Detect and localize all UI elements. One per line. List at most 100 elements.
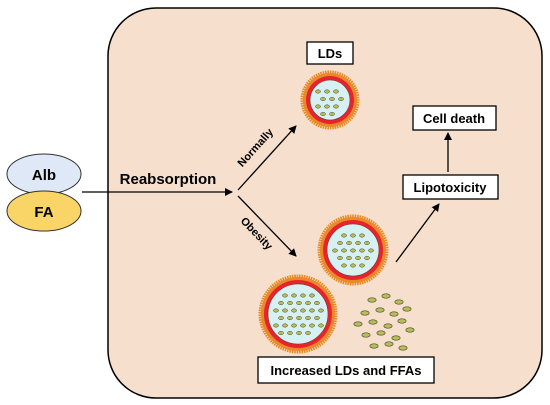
droplet-lipid bbox=[346, 256, 352, 260]
droplet-lipid bbox=[333, 89, 339, 94]
droplet-lipid bbox=[300, 293, 306, 298]
reabsorption-label: Reabsorption bbox=[120, 171, 217, 188]
lipotoxicity-box-label: Lipotoxicity bbox=[414, 180, 488, 195]
droplet-tails bbox=[258, 274, 338, 354]
droplet-lipid bbox=[273, 323, 279, 328]
droplet-lipid bbox=[300, 323, 306, 328]
droplet-lipid bbox=[350, 248, 356, 253]
free-fatty-acid bbox=[394, 299, 404, 305]
droplet-lipid bbox=[337, 241, 343, 245]
droplet-lipid bbox=[291, 308, 297, 313]
lds-box bbox=[306, 41, 354, 65]
droplet-lipid bbox=[329, 97, 335, 101]
droplet-lipid bbox=[346, 241, 352, 245]
droplet-lipid bbox=[350, 263, 356, 268]
droplet-tails bbox=[300, 70, 360, 130]
droplet-lipid bbox=[278, 331, 284, 335]
free-fatty-acid bbox=[381, 293, 391, 299]
droplet-lipid bbox=[329, 112, 335, 116]
cell-death-box bbox=[412, 105, 497, 131]
increased-box bbox=[257, 356, 435, 384]
droplet-lipid bbox=[291, 323, 297, 328]
droplet-lipid bbox=[305, 331, 311, 335]
droplet-lipid bbox=[287, 301, 293, 305]
free-fatty-acid bbox=[389, 311, 399, 317]
droplet-tails bbox=[317, 214, 389, 286]
free-fatty-acid bbox=[384, 341, 394, 347]
free-fatty-acid bbox=[361, 332, 371, 338]
droplet-lipid bbox=[368, 248, 374, 253]
droplet-lipid bbox=[337, 256, 343, 260]
increased-box-label: Increased LDs and FFAs bbox=[271, 363, 422, 378]
obesity-arrow bbox=[237, 195, 297, 257]
droplet-lipid bbox=[296, 316, 302, 320]
droplet-lipid bbox=[320, 97, 326, 101]
droplet-lipid bbox=[287, 316, 293, 320]
droplet-lipid bbox=[333, 104, 339, 109]
droplet-lipid bbox=[341, 248, 347, 253]
cell-death-box-label: Cell death bbox=[423, 111, 485, 126]
droplet-lipid bbox=[305, 301, 311, 305]
free-fatty-acid bbox=[405, 327, 415, 333]
free-fatty-acids bbox=[353, 293, 415, 351]
droplet-lipid bbox=[324, 89, 330, 94]
droplet-lipid bbox=[355, 256, 361, 260]
lds-box-label: LDs bbox=[318, 46, 343, 61]
normally-arrow bbox=[237, 125, 297, 191]
droplet-lipid bbox=[296, 331, 302, 335]
fatty-acid-ellipse bbox=[6, 190, 82, 232]
droplet-lipid bbox=[282, 308, 288, 313]
droplet-lipid bbox=[282, 293, 288, 298]
droplet-lipid bbox=[314, 301, 320, 305]
droplet-lipid bbox=[341, 263, 347, 268]
droplet-lipid bbox=[324, 104, 330, 109]
droplet-lipid bbox=[332, 248, 338, 253]
free-fatty-acid bbox=[397, 318, 407, 324]
droplet-lipid bbox=[355, 241, 361, 245]
droplet-lipid bbox=[318, 323, 324, 328]
droplet-lipid bbox=[359, 233, 365, 238]
droplet-lipid bbox=[359, 263, 365, 268]
droplet-lipid bbox=[278, 316, 284, 320]
free-fatty-acid bbox=[391, 335, 401, 341]
droplet-lipid bbox=[287, 331, 293, 335]
droplet-lipid bbox=[341, 233, 347, 238]
droplet-lipid bbox=[309, 293, 315, 298]
free-fatty-acid bbox=[368, 319, 378, 325]
free-fatty-acid bbox=[376, 330, 386, 336]
fatty-acid-label: FA bbox=[34, 204, 53, 221]
to-lipotoxicity-arrow bbox=[395, 203, 440, 263]
free-fatty-acid bbox=[360, 310, 370, 316]
droplet-lipid bbox=[359, 248, 365, 253]
free-fatty-acid bbox=[398, 345, 408, 351]
droplet-lipid bbox=[338, 97, 344, 101]
droplet-lipid bbox=[350, 233, 356, 238]
droplet-lipid bbox=[282, 323, 288, 328]
droplet-lipid bbox=[318, 308, 324, 313]
lipid-droplet-obese-large bbox=[317, 214, 389, 286]
droplet-lipid bbox=[364, 241, 370, 245]
lipid-droplet-normal bbox=[300, 70, 360, 130]
free-fatty-acid bbox=[367, 297, 377, 303]
droplet-lipid bbox=[309, 323, 315, 328]
free-fatty-acid bbox=[383, 323, 393, 329]
droplet-lipid bbox=[314, 316, 320, 320]
droplet-lipid bbox=[273, 308, 279, 313]
droplet-lipid bbox=[296, 301, 302, 305]
albumin-label: Alb bbox=[32, 167, 56, 184]
droplet-lipid bbox=[315, 89, 321, 94]
droplet-lipid bbox=[291, 293, 297, 298]
droplet-lipid bbox=[315, 104, 321, 109]
droplet-lipid bbox=[300, 308, 306, 313]
droplet-lipid bbox=[364, 256, 370, 260]
droplet-lipid bbox=[309, 308, 315, 313]
free-fatty-acid bbox=[375, 307, 385, 313]
free-fatty-acid bbox=[402, 306, 412, 312]
lipotoxicity-box bbox=[402, 174, 499, 200]
droplet-lipid bbox=[320, 112, 326, 116]
droplet-core bbox=[267, 283, 329, 345]
free-fatty-acid bbox=[353, 321, 363, 327]
droplet-lipid bbox=[305, 316, 311, 320]
droplet-lipid bbox=[278, 301, 284, 305]
